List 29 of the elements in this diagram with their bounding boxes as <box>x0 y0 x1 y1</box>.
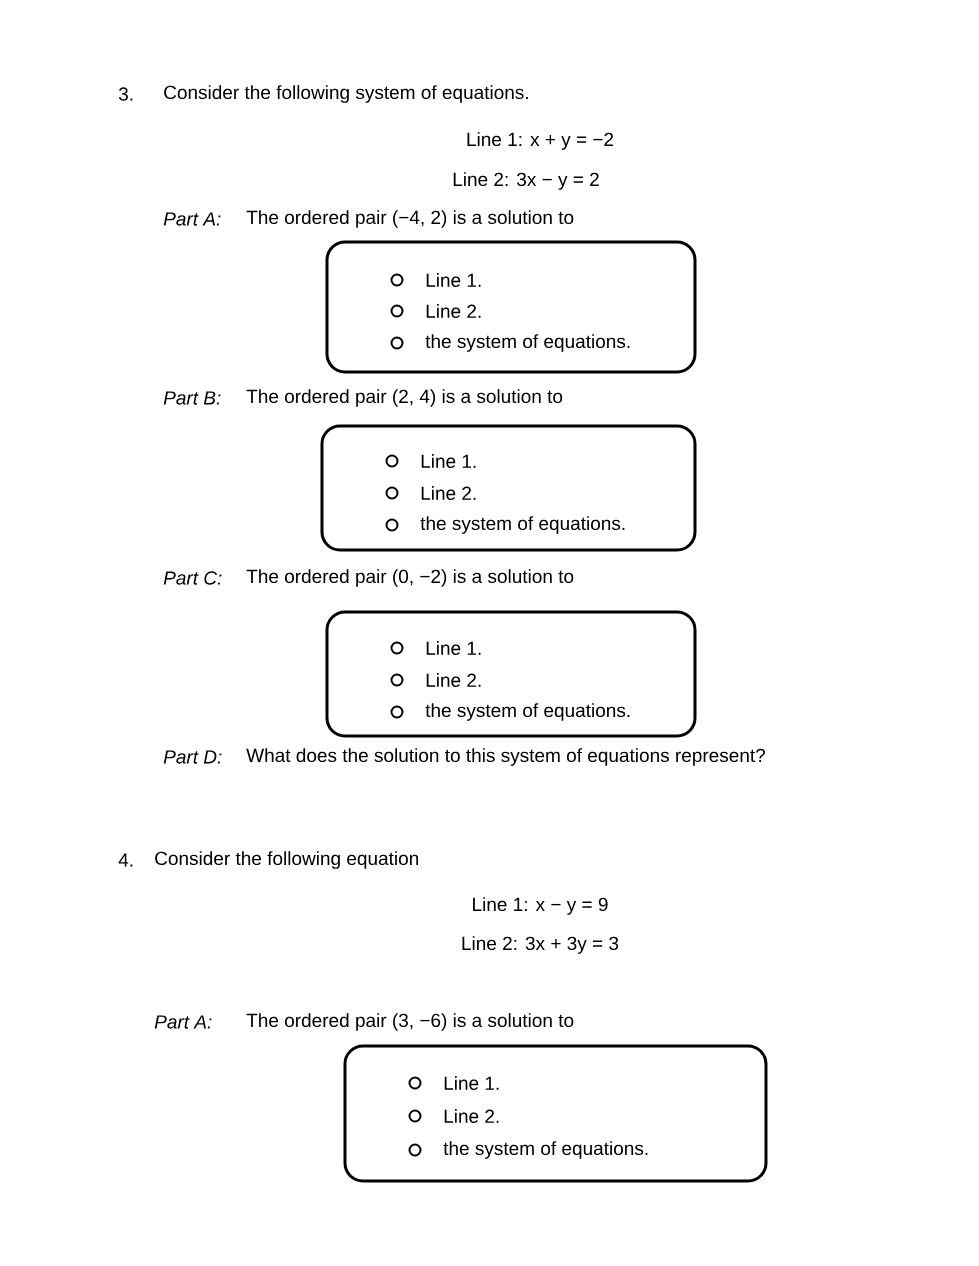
equation: Line 2: 3x − y = 2 <box>453 172 599 190</box>
option-text: Line 1. <box>426 641 481 655</box>
option-text: Line 1. <box>426 273 481 287</box>
equation: Line 2: 3x + 3y = 3 <box>462 936 619 954</box>
question-text: Consider the following equation <box>155 851 418 869</box>
option-text: Line 1. <box>444 1076 499 1090</box>
part-label: Part C: <box>163 571 222 585</box>
option-text: Line 1. <box>421 454 476 468</box>
option-text: the system of equations. <box>420 516 625 534</box>
question-text: The ordered pair (−4, 2) is a solution to <box>246 210 574 228</box>
question-number: 3. <box>118 87 133 101</box>
option-text: the system of equations. <box>443 1141 648 1159</box>
part-label: Part D: <box>163 750 222 764</box>
equation: Line 1: x − y = 9 <box>473 897 608 915</box>
option-text: the system of equations. <box>425 703 630 721</box>
part-label: Part A: <box>154 1015 212 1029</box>
part-label: Part B: <box>163 391 221 405</box>
question-number: 4. <box>118 853 133 867</box>
option-text: Line 2. <box>421 486 476 500</box>
option-text: the system of equations. <box>425 334 630 352</box>
question-text: The ordered pair (0, −2) is a solution to <box>246 569 574 587</box>
question-text: The ordered pair (3, −6) is a solution to <box>246 1013 574 1031</box>
equation: Line 1: x + y = −2 <box>467 132 614 150</box>
part-label: Part A: <box>163 212 221 226</box>
option-text: Line 2. <box>444 1109 499 1123</box>
option-text: Line 2. <box>426 673 481 687</box>
question-text: The ordered pair (2, 4) is a solution to <box>246 389 563 407</box>
option-text: Line 2. <box>426 304 481 318</box>
question-text: Consider the following system of equations. <box>164 85 528 103</box>
